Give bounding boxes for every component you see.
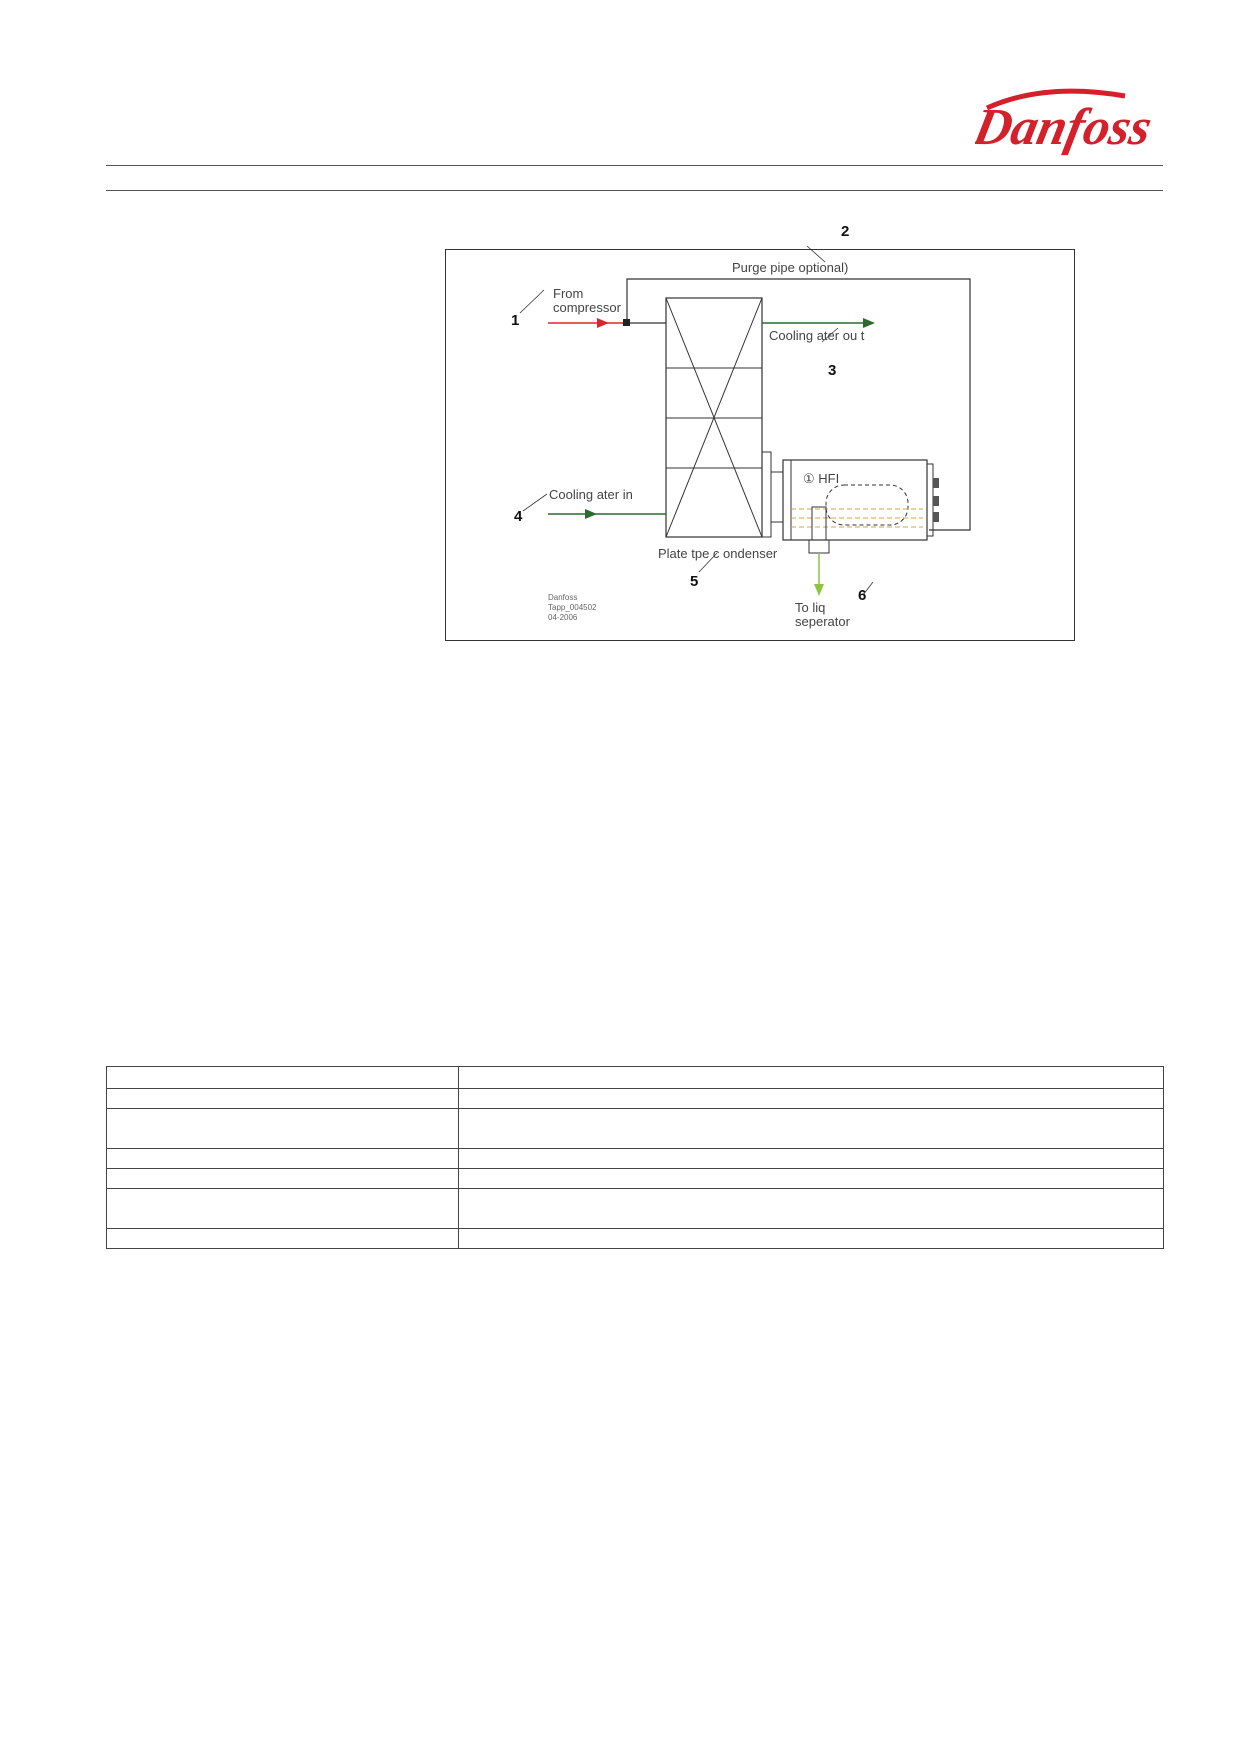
table-row xyxy=(106,1088,1164,1109)
drawing-ref-3: 04-2006 xyxy=(548,613,578,622)
callout-4: 4 xyxy=(514,508,523,525)
table-row xyxy=(106,1148,1164,1169)
table-cell xyxy=(458,1168,1164,1189)
svg-text:Danfoss: Danfoss xyxy=(975,99,1157,156)
callout-1: 1 xyxy=(511,312,519,329)
label-cooling-water-out: Cooling ater ou t xyxy=(769,328,865,343)
danfoss-logo: Danfoss xyxy=(975,88,1157,156)
table-cell xyxy=(458,1188,1164,1229)
table-row xyxy=(106,1228,1164,1249)
header-rule-top xyxy=(106,165,1163,166)
table-row xyxy=(106,1066,1164,1089)
table-cell xyxy=(106,1168,459,1189)
drawing-ref-1: Danfoss xyxy=(548,593,577,602)
drawing-ref-2: Tapp_004502 xyxy=(548,603,597,612)
table-cell xyxy=(106,1108,459,1149)
label-to-liquid-2: seperator xyxy=(795,614,851,629)
label-to-liquid-1: To liq xyxy=(795,600,825,615)
table-row xyxy=(106,1168,1164,1189)
table-cell xyxy=(106,1228,459,1249)
table-cell xyxy=(458,1148,1164,1169)
label-from-compressor-1: From xyxy=(553,286,583,301)
callout-5: 5 xyxy=(690,573,698,590)
cooling-water-out-arrow xyxy=(863,318,875,328)
label-from-compressor-2: compressor xyxy=(553,300,622,315)
table-cell xyxy=(458,1228,1164,1249)
callout-2: 2 xyxy=(841,223,849,240)
liquid-out-arrow xyxy=(814,584,824,596)
label-plate-condenser: Plate tpe c ondenser xyxy=(658,546,778,561)
callout-6: 6 xyxy=(858,587,866,604)
plate-condenser xyxy=(665,297,763,538)
header-rule-bottom xyxy=(106,190,1163,191)
cooling-water-in-arrow xyxy=(585,509,597,519)
spec-table xyxy=(106,1066,1164,1249)
label-hfi: ① HFI xyxy=(803,471,839,486)
table-cell xyxy=(458,1088,1164,1109)
condenser-diagram: 1 2 3 4 5 6 From compressor Purge pipe o… xyxy=(511,223,971,629)
table-cell xyxy=(106,1066,459,1089)
purge-pipe xyxy=(626,278,971,531)
label-cooling-water-in: Cooling ater in xyxy=(549,487,633,502)
label-purge-pipe: Purge pipe optional) xyxy=(732,260,848,275)
table-cell xyxy=(106,1188,459,1229)
table-row xyxy=(106,1188,1164,1229)
hfi-regulator xyxy=(782,459,939,554)
hot-gas-arrow xyxy=(597,318,609,328)
tee-junction xyxy=(623,319,630,326)
table-cell xyxy=(106,1148,459,1169)
figure-frame xyxy=(445,249,1075,641)
table-cell xyxy=(458,1066,1164,1089)
table-cell xyxy=(458,1108,1164,1149)
table-cell xyxy=(106,1088,459,1109)
callout-3: 3 xyxy=(828,362,836,379)
table-row xyxy=(106,1108,1164,1149)
